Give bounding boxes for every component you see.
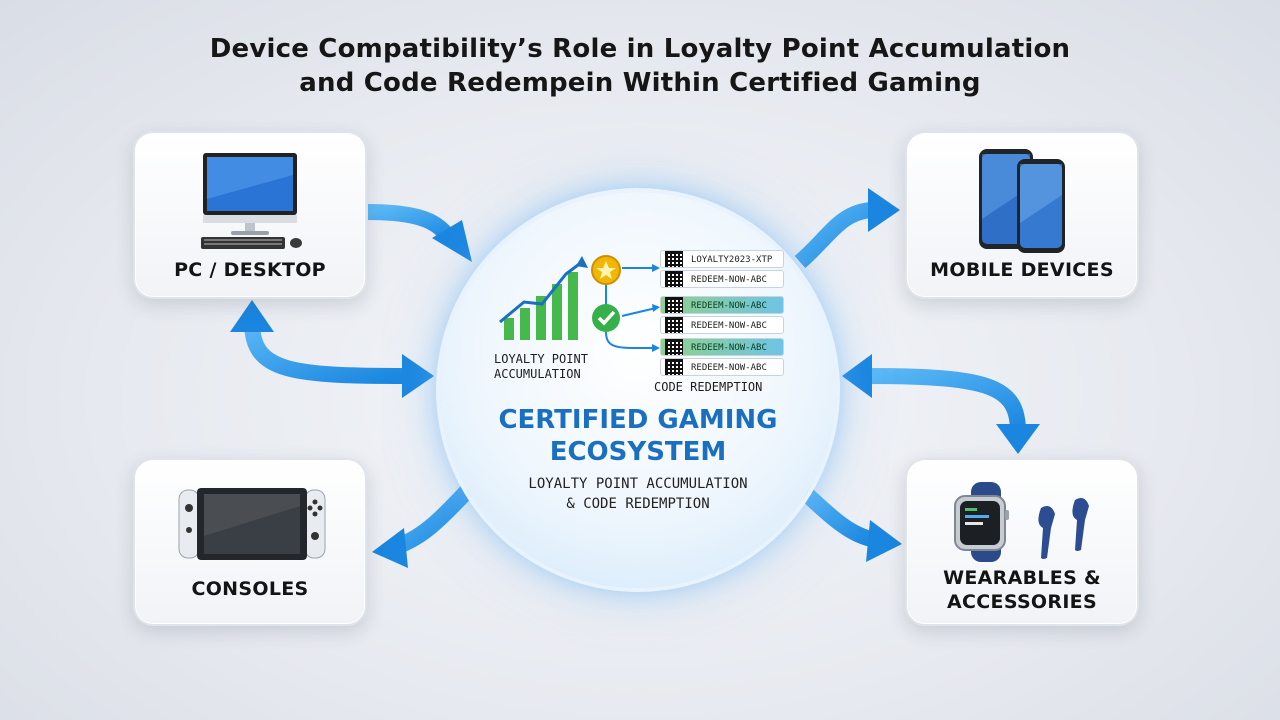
code-text: REDEEM-NOW-ABC (691, 343, 767, 353)
code-text: REDEEM-NOW-ABC (691, 363, 767, 373)
qr-code-icon (665, 271, 683, 287)
code-text: REDEEM-NOW-ABC (691, 301, 767, 311)
smartphones-icon (979, 149, 1065, 253)
hub-title: CERTIFIED GAMING ECOSYSTEM (440, 404, 836, 468)
arrow-hub-wearables-bidirectional (842, 354, 1040, 454)
pc-label: PC / DESKTOP (174, 259, 326, 281)
arrow-hub-pc-bidirectional (230, 300, 434, 398)
consoles-label: CONSOLES (191, 578, 309, 600)
desktop-computer-icon (201, 153, 302, 249)
hub-subtitle: LOYALTY POINT ACCUMULATION & CODE REDEMP… (440, 474, 836, 514)
qr-code-icon (665, 297, 683, 313)
code-row-1: LOYALTY2023-XTP (660, 250, 784, 268)
wearables-label-line-1: WEARABLES & (943, 567, 1101, 589)
wearables-label-line-2: ACCESSORIES (947, 591, 1097, 613)
device-card-consoles: CONSOLES (133, 458, 367, 626)
code-text: REDEEM-NOW-ABC (691, 321, 767, 331)
loyalty-label-line-2: ACCUMULATION (494, 367, 581, 381)
loyalty-growth-chart-icon (499, 256, 588, 340)
hub-subtitle-line-2: & CODE REDEMPTION (566, 496, 710, 512)
certified-gaming-ecosystem-hub: LOYALTY POINT ACCUMULATION LOYALTY2023-X… (440, 192, 836, 588)
hub-subtitle-line-1: LOYALTY POINT ACCUMULATION (528, 476, 748, 492)
device-card-mobile: MOBILE DEVICES (905, 131, 1139, 299)
code-row-6: REDEEM-NOW-ABC (660, 358, 784, 376)
hub-title-line-2: ECOSYSTEM (549, 437, 727, 467)
arrow-hub-to-wearables (794, 482, 902, 562)
code-row-2: REDEEM-NOW-ABC (660, 270, 784, 288)
device-card-wearables: WEARABLES & ACCESSORIES (905, 458, 1139, 626)
arrow-hub-to-consoles (372, 484, 474, 568)
code-row-4: REDEEM-NOW-ABC (660, 316, 784, 334)
qr-code-icon (665, 359, 683, 375)
code-text: LOYALTY2023-XTP (691, 255, 773, 265)
smartwatch-earbuds-icon (954, 482, 1089, 562)
handheld-console-icon (178, 488, 326, 560)
code-text: REDEEM-NOW-ABC (691, 275, 767, 285)
arrow-hub-to-mobile (794, 188, 900, 269)
arrow-pc-to-hub (367, 204, 472, 262)
loyalty-accumulation-label: LOYALTY POINT ACCUMULATION (494, 352, 588, 382)
mobile-label: MOBILE DEVICES (930, 259, 1114, 281)
loyalty-label-line-1: LOYALTY POINT (494, 352, 588, 366)
code-row-3: REDEEM-NOW-ABC (660, 296, 784, 314)
title-line-2: and Code Redempein Within Certified Gami… (299, 68, 981, 98)
code-redemption-label: CODE REDEMPTION (654, 380, 763, 394)
qr-code-icon (665, 317, 683, 333)
reward-flow-icons (591, 255, 660, 352)
code-row-5: REDEEM-NOW-ABC (660, 338, 784, 356)
qr-code-icon (665, 251, 683, 267)
hub-title-line-1: CERTIFIED GAMING (498, 405, 778, 435)
device-card-pc: PC / DESKTOP (133, 131, 367, 299)
qr-code-icon (665, 339, 683, 355)
wearables-label: WEARABLES & ACCESSORIES (907, 566, 1137, 614)
diagram-title: Device Compatibility’s Role in Loyalty P… (0, 32, 1280, 100)
title-line-1: Device Compatibility’s Role in Loyalty P… (209, 34, 1071, 64)
